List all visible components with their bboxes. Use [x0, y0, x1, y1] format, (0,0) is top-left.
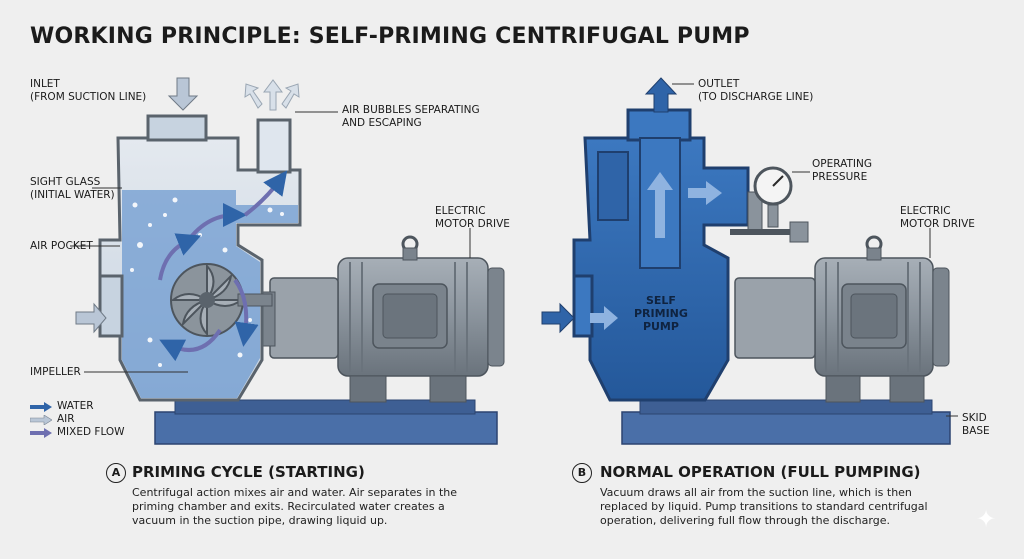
- caption-b-title: NORMAL OPERATION (FULL PUMPING): [600, 463, 921, 481]
- pressure-gauge-icon: [730, 166, 809, 243]
- sight-glass-label: SIGHT GLASS(INITIAL WATER): [30, 176, 115, 201]
- right-pump-casing: [572, 108, 750, 402]
- caption-a-text: Centrifugal action mixes air and water. …: [132, 486, 458, 527]
- air-pocket-label: AIR POCKET: [30, 240, 93, 252]
- caption-b-text: Vacuum draws all air from the suction li…: [600, 486, 928, 527]
- right-skid-base: [621, 411, 951, 445]
- legend-water: WATER: [30, 400, 125, 413]
- caption-a-badge: A: [106, 463, 126, 483]
- caption-b-badge: B: [572, 463, 592, 483]
- inlet-label: INLET(FROM SUCTION LINE): [30, 78, 147, 103]
- page-title: WORKING PRINCIPLE: SELF-PRIMING CENTRIFU…: [30, 24, 750, 49]
- priming-pump: [70, 77, 505, 445]
- left-skid-base: [154, 411, 498, 445]
- right-motor: [814, 235, 950, 403]
- left-motor: [337, 235, 505, 403]
- left-pump-casing: [98, 114, 302, 402]
- outlet-label: OUTLET(TO DISCHARGE LINE): [698, 78, 814, 103]
- legend-mixed-flow: MIXED FLOW: [30, 426, 125, 439]
- caption-a-title: PRIMING CYCLE (STARTING): [132, 463, 365, 481]
- legend-air: AIR: [30, 413, 125, 426]
- impeller-label: IMPELLER: [30, 366, 81, 378]
- sparkle-icon: ✦: [976, 505, 997, 533]
- operating-pump: [541, 77, 958, 445]
- flow-legend: WATER AIR MIXED FLOW: [30, 400, 125, 439]
